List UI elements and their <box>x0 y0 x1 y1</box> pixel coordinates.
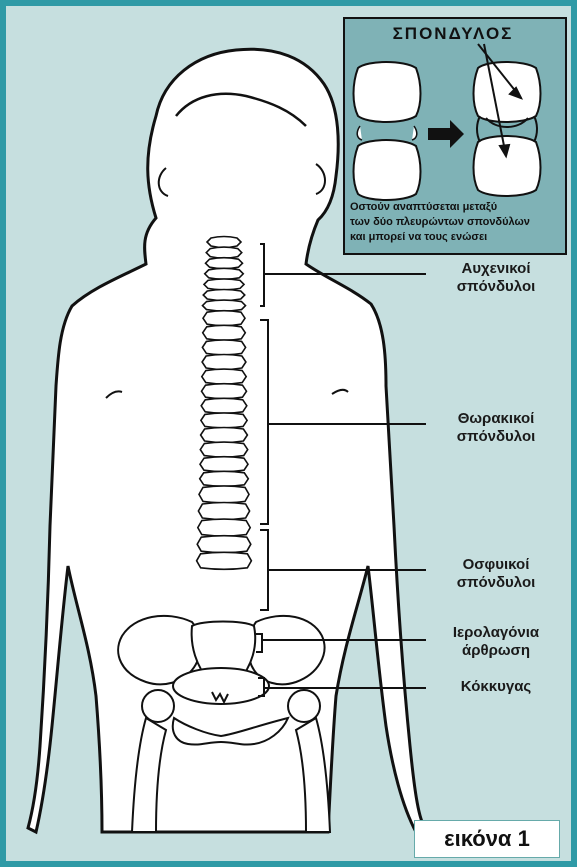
label-coccyx-line-1: Κόκκυγας <box>426 678 566 696</box>
inset-vertebra-top-right <box>474 62 541 122</box>
label-cervical-line-2: σπόνδυλοι <box>426 278 566 296</box>
vertebra <box>197 552 252 569</box>
vertebra <box>201 428 248 443</box>
femur-head-left <box>142 690 174 722</box>
label-thoracic: Θωρακικοί σπόνδυλοι <box>426 410 566 446</box>
vertebra <box>205 268 244 279</box>
label-thoracic-line-1: Θωρακικοί <box>426 410 566 428</box>
vertebra <box>202 369 246 384</box>
figure-label: εικόνα 1 <box>414 820 560 858</box>
vertebra <box>203 325 246 340</box>
femur-head-right <box>288 690 320 722</box>
label-lumbar: Οσφυικοί σπόνδυλοι <box>426 556 566 592</box>
vertebra <box>203 290 245 301</box>
vertebra <box>206 258 243 269</box>
vertebra <box>200 457 248 472</box>
inset-vertebra-bottom-left <box>354 140 421 200</box>
label-sacroiliac: Ιερολαγόνια άρθρωση <box>426 624 566 660</box>
label-cervical-line-1: Αυχενικοί <box>426 260 566 278</box>
label-coccyx: Κόκκυγας <box>426 678 566 696</box>
label-cervical: Αυχενικοί σπόνδυλοι <box>426 260 566 296</box>
vertebra <box>200 442 247 457</box>
vertebra <box>200 471 249 486</box>
label-lumbar-line-2: σπόνδυλοι <box>426 574 566 592</box>
vertebra <box>207 237 241 248</box>
label-sacroiliac-line-1: Ιερολαγόνια <box>426 624 566 642</box>
inset-caption-line-1: Οστούν αναπτύσεται μεταξύ <box>350 200 562 215</box>
vertebra <box>202 340 245 355</box>
vertebra <box>203 300 246 311</box>
inset-vertebra-top-left <box>354 62 421 122</box>
vertebra <box>201 398 247 413</box>
vertebra <box>201 413 247 428</box>
inset-caption: Οστούν αναπτύσεται μεταξύ των δύο πλευρώ… <box>350 200 562 245</box>
coccyx-bone <box>173 668 269 704</box>
label-thoracic-line-2: σπόνδυλοι <box>426 428 566 446</box>
vertebra <box>198 519 250 536</box>
vertebra <box>206 247 242 258</box>
vertebra <box>204 279 244 290</box>
label-sacroiliac-line-2: άρθρωση <box>426 642 566 660</box>
vertebra <box>199 486 249 503</box>
inset-caption-line-3: και μπορεί να τους ενώσει <box>350 230 562 245</box>
vertebra <box>197 536 251 553</box>
vertebra <box>202 355 246 370</box>
vertebra <box>198 503 249 520</box>
label-lumbar-line-1: Οσφυικοί <box>426 556 566 574</box>
inset-title: ΣΠΟΝΔΥΛΟΣ <box>348 24 558 44</box>
vertebra <box>202 384 247 399</box>
inset-caption-line-2: των δύο πλευρώντων σπονδύλων <box>350 215 562 230</box>
vertebra <box>203 311 245 326</box>
